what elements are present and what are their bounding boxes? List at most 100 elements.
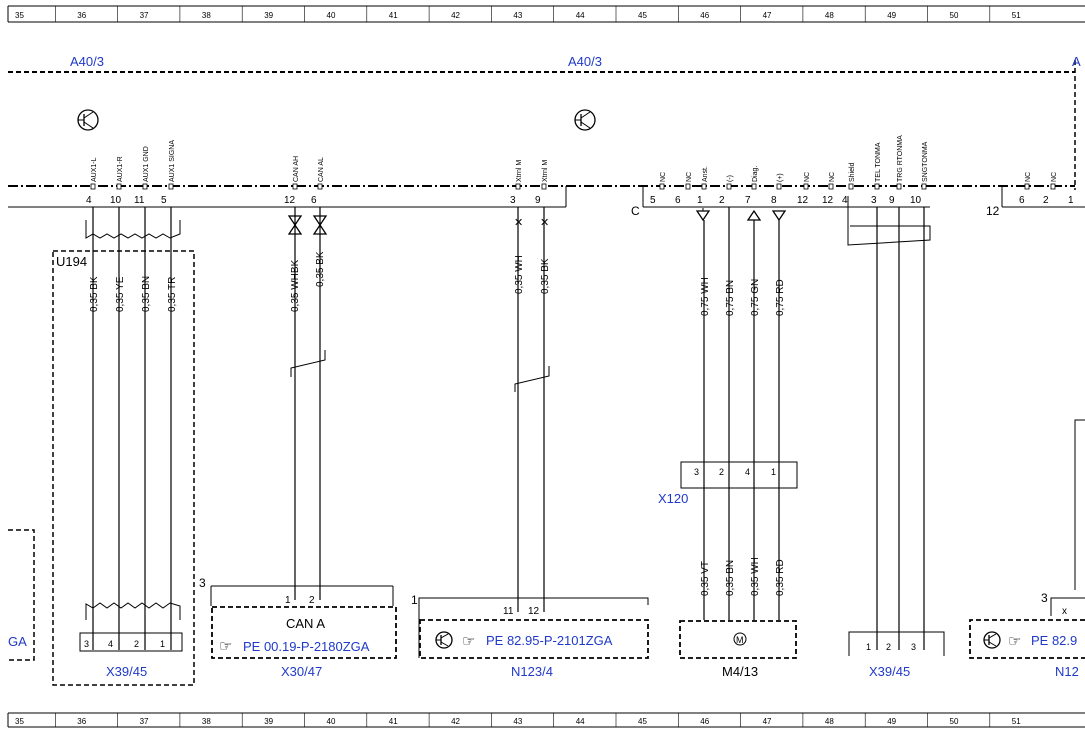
grid-column-label: 37 bbox=[140, 11, 149, 20]
pin-number: 10 bbox=[110, 195, 122, 206]
pin-label: CAN AH bbox=[293, 156, 300, 182]
transistor-icon bbox=[435, 631, 453, 649]
a40-label-center[interactable]: A40/3 bbox=[568, 54, 602, 69]
pin-contact bbox=[116, 183, 122, 190]
pin-contact bbox=[848, 183, 854, 190]
pin-contact bbox=[776, 183, 782, 190]
hand-pointer-icon: ☞ bbox=[1008, 633, 1021, 650]
x30-ref-link[interactable]: PE 00.19-P-2180ZGA bbox=[243, 639, 370, 654]
n12-ref-link[interactable]: PE 82.9 bbox=[1031, 633, 1077, 648]
grid-column-label: 45 bbox=[638, 11, 647, 20]
grid-column-label: 49 bbox=[887, 717, 896, 726]
pin-number: 1 bbox=[697, 195, 703, 206]
pin-number: 12 bbox=[284, 195, 296, 206]
pin-label: AUX1 GND bbox=[143, 146, 150, 182]
pin-number: 6 bbox=[675, 195, 681, 206]
wire-label: 0,35 WHBK bbox=[290, 259, 301, 312]
pin-label: NC bbox=[686, 172, 693, 182]
pin-number: 3 bbox=[871, 195, 877, 206]
wire-label: 0,35 BK bbox=[89, 276, 100, 312]
x30-label[interactable]: X30/47 bbox=[281, 664, 322, 679]
pin-contact bbox=[726, 183, 732, 190]
pin-contact bbox=[921, 183, 927, 190]
pin-contact bbox=[701, 183, 707, 190]
pin-contact bbox=[541, 183, 547, 190]
pin-label: NC bbox=[829, 172, 836, 182]
grid-column-label: 43 bbox=[513, 11, 522, 20]
n123-ref-link[interactable]: PE 82.95-P-2101ZGA bbox=[486, 633, 613, 648]
pin-contact bbox=[292, 183, 298, 190]
grid-column-label: 51 bbox=[1012, 717, 1021, 726]
pin-contact bbox=[142, 183, 148, 190]
grid-column-label: 49 bbox=[887, 11, 896, 20]
wire-label: 0,35 WH bbox=[750, 557, 761, 596]
pin-number: 2 bbox=[719, 195, 725, 206]
x39-right-pin: 2 bbox=[886, 642, 891, 652]
svg-text:✕: ✕ bbox=[540, 217, 549, 229]
transistor-icon bbox=[983, 631, 1001, 649]
pin-label: Xtrnl M bbox=[516, 160, 523, 182]
pin-number: 2 bbox=[1043, 195, 1049, 206]
pin-label: Shield bbox=[849, 162, 856, 182]
grid-column-label: 40 bbox=[327, 11, 336, 20]
svg-text:11: 11 bbox=[503, 606, 514, 617]
connector-right-number: 12 bbox=[986, 204, 1000, 218]
grid-column-label: 50 bbox=[950, 11, 959, 20]
pin-contact bbox=[896, 183, 902, 190]
x39-left-pin: 2 bbox=[134, 639, 139, 649]
x120-label[interactable]: X120 bbox=[658, 491, 688, 506]
pin-contact bbox=[515, 183, 521, 190]
pin-number: 7 bbox=[745, 195, 751, 206]
svg-text:x: x bbox=[1062, 606, 1067, 617]
grid-column-label: 38 bbox=[202, 717, 211, 726]
x39-left-pin: 4 bbox=[108, 639, 113, 649]
pin-label: (+) bbox=[777, 173, 784, 182]
pin-label: Anst. bbox=[702, 166, 709, 182]
pin-label: AUX1-R bbox=[117, 156, 124, 182]
wire-label: 0,35 VT bbox=[700, 561, 711, 596]
grid-column-label: 50 bbox=[950, 717, 959, 726]
x120-pin: 3 bbox=[694, 467, 699, 477]
hand-pointer-icon: ☞ bbox=[462, 633, 475, 650]
grid-column-label: 36 bbox=[77, 11, 86, 20]
svg-text:M: M bbox=[736, 635, 744, 645]
pin-number: 1 bbox=[1068, 195, 1074, 206]
grid-column-label: 37 bbox=[140, 717, 149, 726]
x39-right-label[interactable]: X39/45 bbox=[869, 664, 910, 679]
pin-label: NC bbox=[1025, 172, 1032, 182]
x39-left-pin: 3 bbox=[84, 639, 89, 649]
grid-column-label: 40 bbox=[327, 717, 336, 726]
pin-label: NC bbox=[660, 172, 667, 182]
wire-label: 0,35 WH bbox=[514, 255, 525, 294]
pin-label: NC bbox=[804, 172, 811, 182]
svg-text:✕: ✕ bbox=[514, 217, 523, 229]
grid-column-label: 41 bbox=[389, 11, 398, 20]
pin-label: (-) bbox=[727, 175, 734, 182]
grid-column-label: 35 bbox=[15, 717, 24, 726]
n123-label[interactable]: N123/4 bbox=[511, 664, 553, 679]
pin-label: CAN AL bbox=[318, 157, 325, 182]
wire-label: 0,35 BK bbox=[315, 251, 326, 287]
transistor-icon bbox=[77, 109, 99, 131]
pin-number: 5 bbox=[650, 195, 656, 206]
grid-column-label: 51 bbox=[1012, 11, 1021, 20]
transistor-icon bbox=[574, 109, 596, 131]
grid-column-label: 36 bbox=[77, 717, 86, 726]
pin-contact bbox=[685, 183, 691, 190]
can-a-title: CAN A bbox=[286, 616, 325, 631]
left-partial-ref[interactable]: GA bbox=[8, 634, 27, 649]
x39-left-label[interactable]: X39/45 bbox=[106, 664, 147, 679]
pin-contact bbox=[751, 183, 757, 190]
pin-label: AUX1-L bbox=[91, 157, 98, 182]
a40-label-right[interactable]: A bbox=[1072, 54, 1081, 69]
a40-label-left[interactable]: A40/3 bbox=[70, 54, 104, 69]
n12-label[interactable]: N12 bbox=[1055, 664, 1079, 679]
pin-contact bbox=[90, 183, 96, 190]
pin-number: 11 bbox=[134, 195, 145, 206]
wire-label: 0,75 BN bbox=[725, 280, 736, 316]
wire-label: 0,75 WH bbox=[700, 277, 711, 316]
pin-number: 10 bbox=[910, 195, 922, 206]
wire-label: 0,35 BN bbox=[725, 560, 736, 596]
grid-column-label: 46 bbox=[700, 717, 709, 726]
